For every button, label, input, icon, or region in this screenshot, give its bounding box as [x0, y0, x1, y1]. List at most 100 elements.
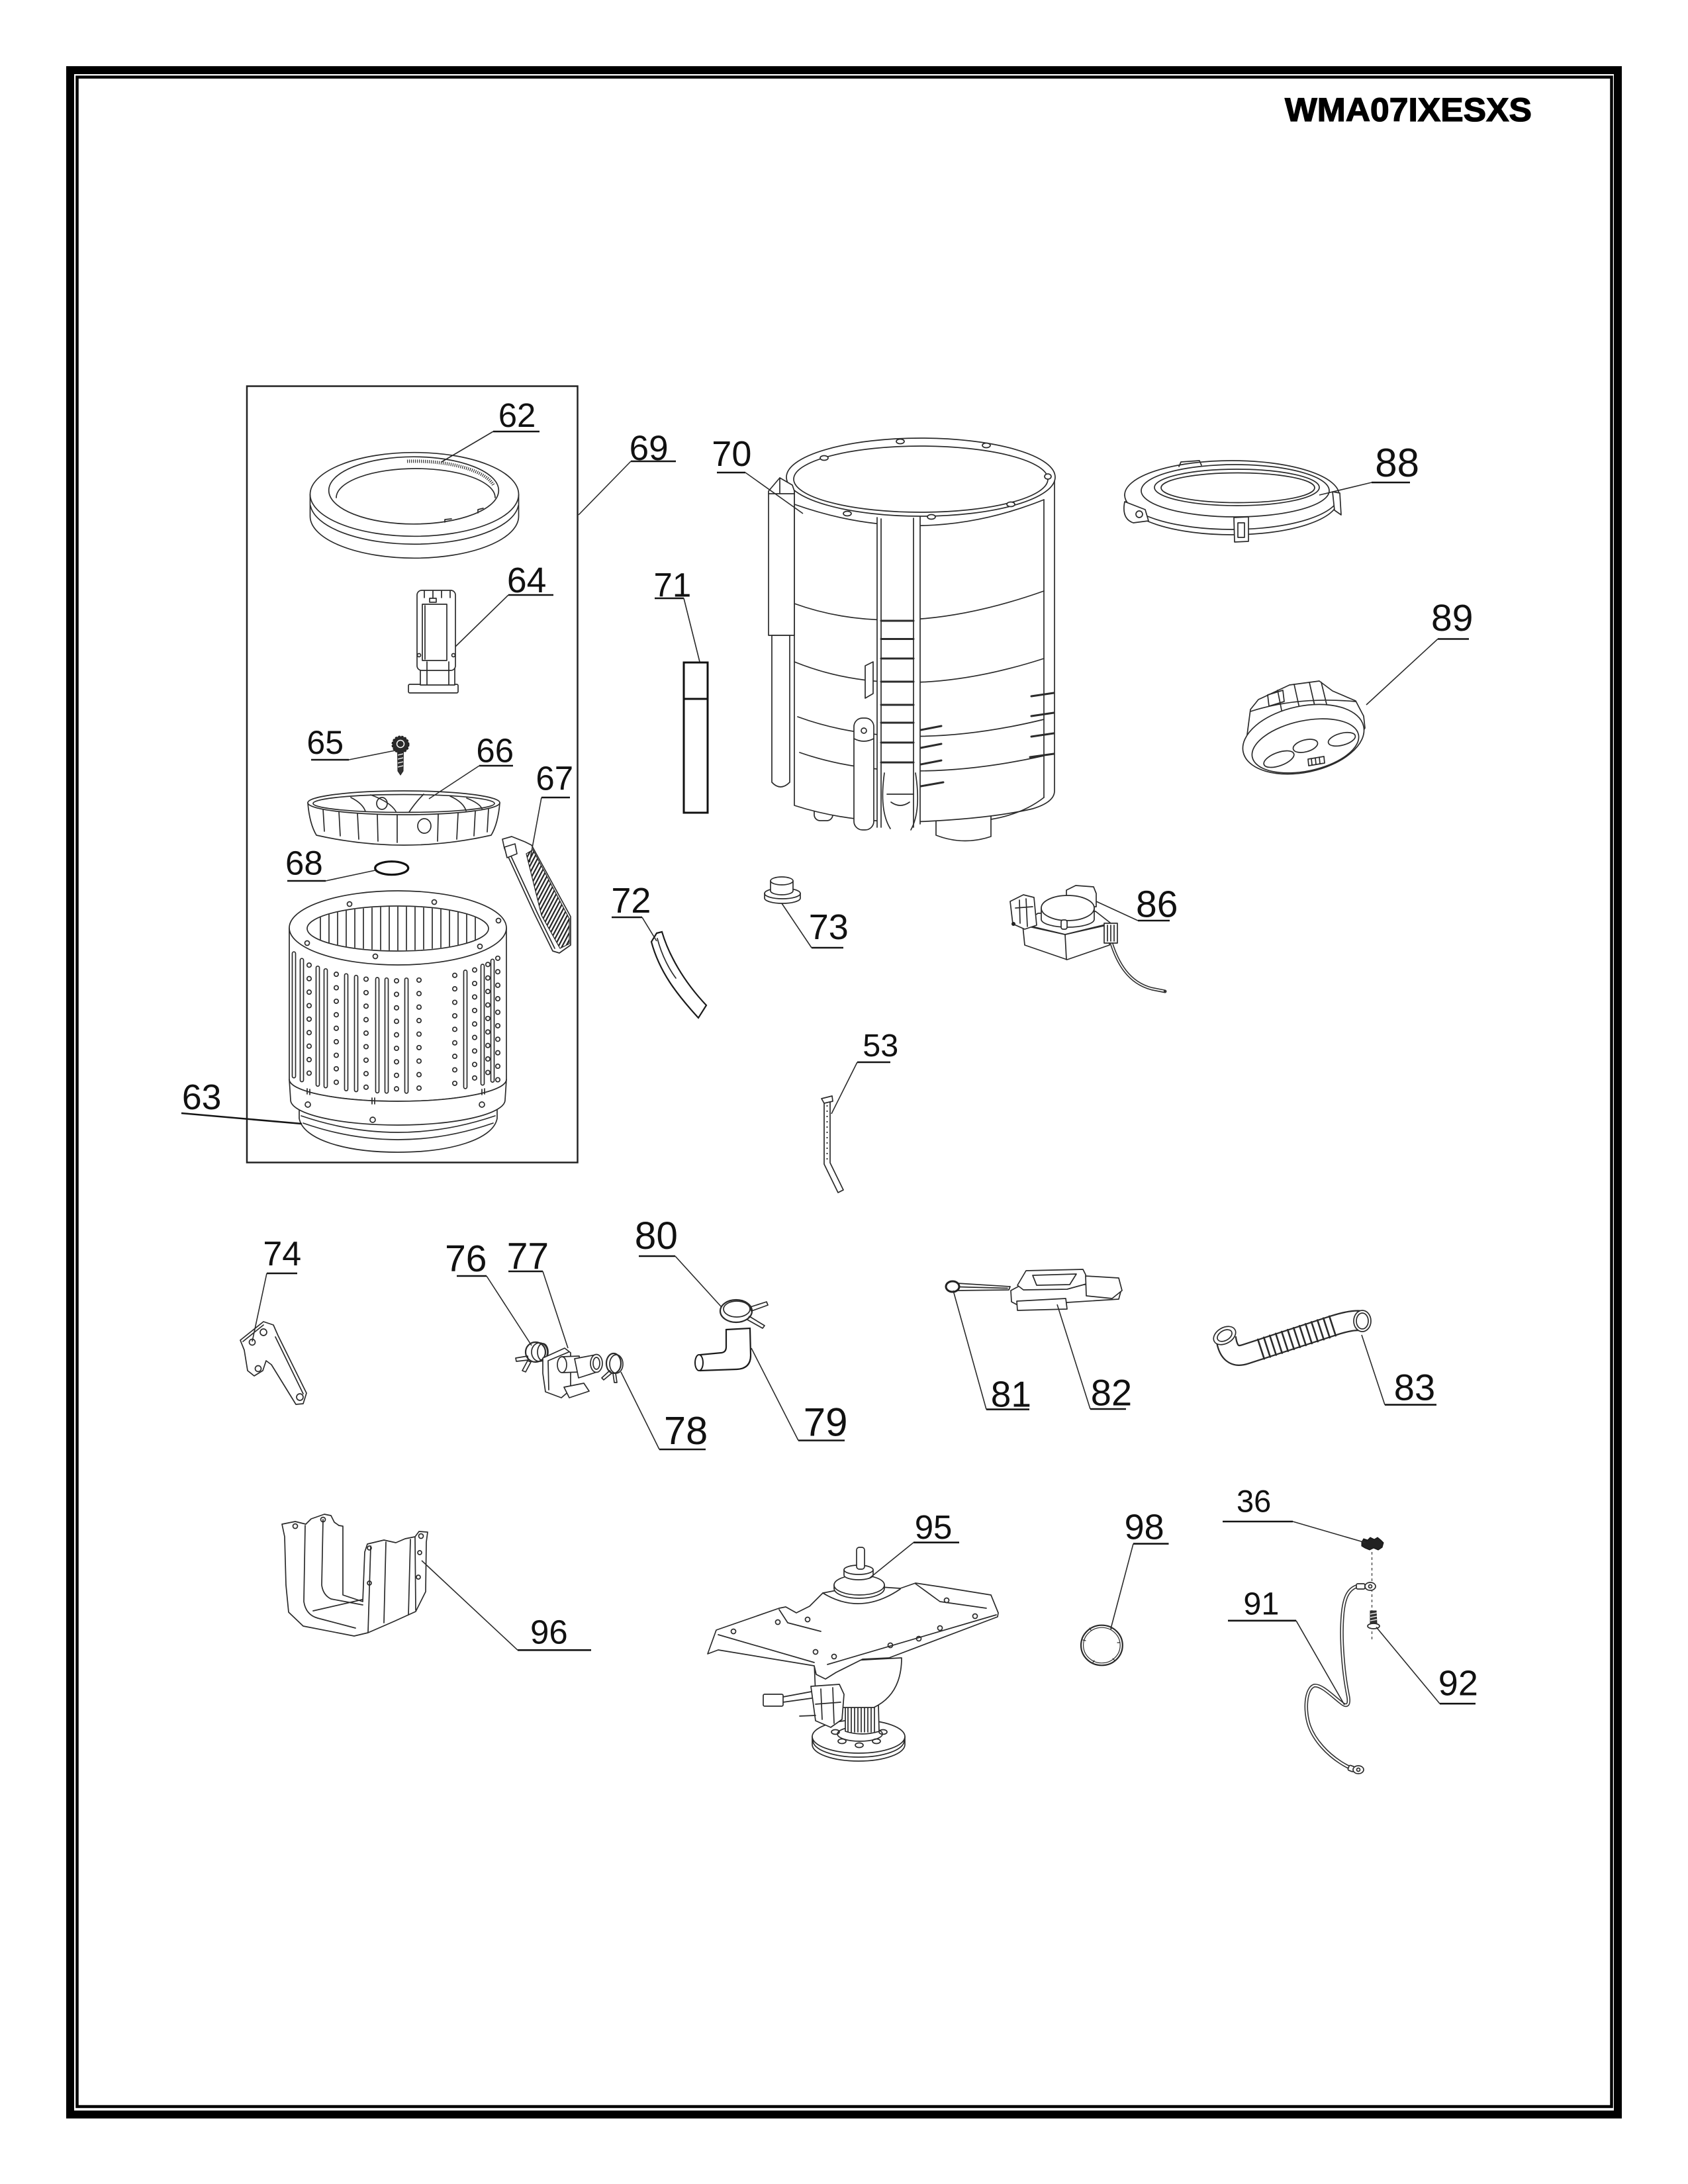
basket-band-hole	[305, 1101, 311, 1108]
part-64-pin-right	[451, 653, 456, 658]
basket-hole	[333, 1052, 340, 1058]
callout-82-number: 82	[1091, 1372, 1132, 1414]
basket-hole	[485, 989, 491, 995]
callout-73: 73	[781, 903, 849, 949]
basket-hole	[306, 976, 312, 981]
part-68-o-ring	[374, 860, 410, 876]
basket-hole	[471, 1034, 478, 1040]
basket-slot	[315, 965, 320, 1087]
basket-rim-hole	[346, 901, 353, 907]
basket-hole	[333, 985, 340, 991]
hose-corrugation	[1316, 1319, 1325, 1341]
bracket-96-folds	[303, 1519, 416, 1633]
ground-wire-jacket	[1304, 1584, 1358, 1770]
part-64-slot	[429, 598, 437, 603]
callout-92: 92	[1376, 1626, 1478, 1705]
basket-hole	[451, 986, 458, 992]
bracket-74-hole	[296, 1393, 304, 1401]
part-89-opening	[1327, 731, 1356, 747]
cover-opening-lip	[1160, 472, 1315, 504]
basket-band-hole	[479, 1101, 485, 1108]
ground-wire-lower-lug-hole	[1356, 1767, 1361, 1772]
drive-plate-hole	[730, 1628, 737, 1635]
basket-hole	[485, 1069, 491, 1075]
drive-plate-hole	[915, 1635, 922, 1642]
callout-77-leader	[542, 1271, 569, 1349]
part-72-outline	[650, 931, 708, 1019]
slider-lip	[1016, 1298, 1068, 1311]
basket-lower-band	[289, 1079, 507, 1126]
ground-wire-lower-lug	[1352, 1765, 1364, 1774]
callout-77: 77	[507, 1236, 569, 1349]
callout-36: 36	[1223, 1483, 1366, 1543]
basket-hole	[416, 1004, 422, 1010]
basket-rim-hole	[372, 953, 379, 960]
valve-port-inlet	[557, 1356, 567, 1373]
part-64-details	[424, 590, 451, 685]
ring-98-inner	[1082, 1627, 1121, 1664]
basket-hole	[494, 1077, 501, 1083]
basket-slot	[353, 974, 359, 1093]
drive-pulley-hole	[872, 1738, 881, 1745]
pulsator-hub-hole	[417, 818, 432, 834]
pin-eye	[945, 1280, 961, 1293]
basket-rim-hole	[304, 940, 310, 946]
basket-hole	[416, 991, 422, 997]
clamp-80-band	[719, 1298, 753, 1324]
tub-front-pipe-hole	[861, 727, 867, 734]
drive-actuator-detail	[815, 1687, 841, 1724]
drive-plate-hole	[887, 1642, 894, 1649]
callout-65-number: 65	[306, 724, 344, 761]
tub-front-pipe	[853, 717, 874, 831]
callout-36-number: 36	[1237, 1483, 1271, 1518]
bracket-74-outline	[240, 1321, 307, 1405]
basket-hole	[363, 1017, 369, 1023]
callout-53-leader	[831, 1062, 858, 1115]
part-71-outline	[682, 661, 709, 814]
part-71-strip	[682, 661, 709, 814]
callout-66-number: 66	[476, 732, 514, 770]
callout-92-leader	[1376, 1626, 1440, 1704]
part-72-edge	[657, 938, 677, 979]
bracket-96-hole	[416, 1574, 421, 1580]
tub-rim-lugs	[820, 438, 1052, 520]
part-82-slider	[1010, 1269, 1123, 1311]
part-96-support-bracket	[281, 1514, 428, 1637]
basket-slot	[344, 973, 349, 1091]
clamp-78-coil	[605, 1352, 622, 1375]
ring-opening	[328, 456, 500, 525]
basket-rim-hole	[431, 899, 438, 905]
drain-hose-outlet-bore	[1356, 1312, 1369, 1330]
tub-rim-lug	[843, 510, 852, 517]
callout-83-leader	[1361, 1334, 1385, 1405]
basket-hole	[451, 1026, 458, 1032]
basket-hole	[393, 1086, 400, 1092]
callout-89-number: 89	[1431, 597, 1473, 639]
basket-slot	[375, 977, 380, 1094]
tub-rim-lug	[982, 442, 991, 449]
callout-74-number: 74	[263, 1235, 301, 1273]
drain-hose-inlet-bore	[1217, 1329, 1233, 1342]
basket-rim-hole	[477, 943, 483, 950]
callout-67: 67	[529, 759, 573, 863]
part-62-ring	[309, 451, 520, 559]
drive-plate-edges	[718, 1583, 997, 1665]
basket-hole	[306, 1043, 312, 1049]
callout-86-leader	[1096, 901, 1139, 921]
basket-hole	[363, 1084, 369, 1090]
tub-fins	[919, 692, 1055, 788]
pulsator-rim-inner	[312, 794, 495, 813]
callout-88-number: 88	[1375, 441, 1419, 485]
callout-62: 62	[441, 396, 539, 463]
basket-hole	[333, 1039, 340, 1045]
tub-bottom-detail	[990, 797, 1045, 820]
basket-hole	[494, 1023, 501, 1028]
screw-65-threads	[397, 753, 404, 768]
basket-hole	[306, 1030, 312, 1036]
callout-71: 71	[654, 567, 700, 662]
tub-channel-rungs	[880, 619, 915, 764]
basket-rim-holes	[304, 899, 502, 960]
drive-plate-hole	[937, 1625, 943, 1631]
callout-82-leader	[1056, 1304, 1091, 1410]
